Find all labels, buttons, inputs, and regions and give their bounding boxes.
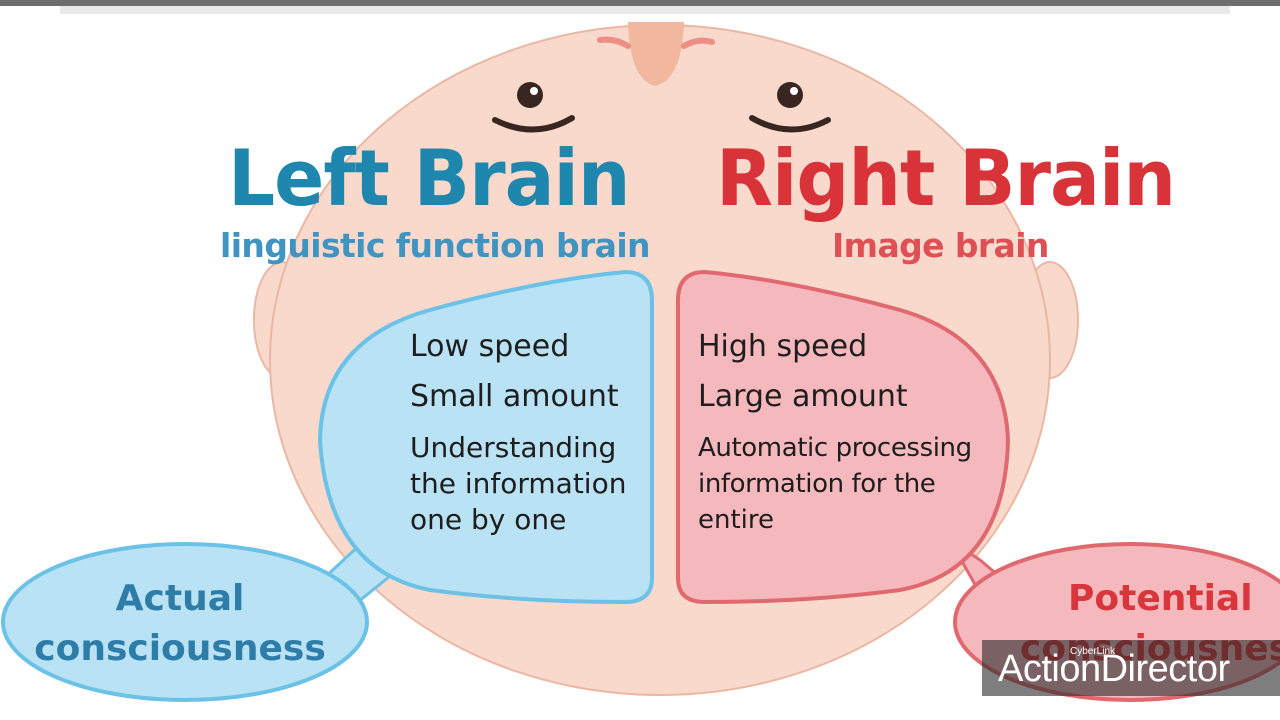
left-hemisphere xyxy=(317,269,654,605)
watermark-brand-small: CyberLink xyxy=(1070,646,1116,657)
left-bubble-label: Actual consciousness xyxy=(30,574,330,674)
right-item-speed: High speed xyxy=(698,329,868,364)
right-bubble-line-1: Potential xyxy=(1068,578,1253,619)
left-eye-highlight xyxy=(530,87,538,95)
left-item-understanding: Understanding xyxy=(410,431,617,464)
left-bubble xyxy=(1,542,369,702)
hair-tuft xyxy=(628,22,684,86)
right-brain-title: Right Brain xyxy=(716,133,1176,225)
hair-line-left xyxy=(597,36,631,49)
left-brain-subtitle: linguistic function brain xyxy=(220,226,651,265)
left-item-speed: Low speed xyxy=(410,329,570,364)
hair-line-right xyxy=(681,37,715,49)
right-item-entire: entire xyxy=(698,505,775,535)
right-item-information: information for the xyxy=(698,469,936,499)
left-item-amount: Small amount xyxy=(410,379,619,414)
right-item-amount: Large amount xyxy=(698,379,908,414)
watermark-overlay xyxy=(982,640,1280,696)
left-item-information: the information xyxy=(410,467,627,500)
left-item-one-by-one: one by one xyxy=(410,503,567,536)
right-hemisphere xyxy=(676,269,1011,605)
left-bubble-line-2: consciousness xyxy=(34,628,326,669)
right-eye-highlight xyxy=(790,87,798,95)
right-eye-lid xyxy=(749,115,831,133)
watermark-brand: ActionDirector xyxy=(998,648,1230,690)
top-frame-bar xyxy=(0,0,1280,6)
left-eye-lid xyxy=(492,115,575,133)
left-bubble-line-1: Actual xyxy=(115,578,245,619)
top-frame-shadow xyxy=(60,6,1230,14)
right-item-automatic: Automatic processing xyxy=(698,433,972,463)
left-brain-title: Left Brain xyxy=(228,133,631,225)
right-eye xyxy=(777,82,803,108)
right-brain-subtitle: Image brain xyxy=(832,226,1049,265)
left-eye xyxy=(517,82,543,108)
